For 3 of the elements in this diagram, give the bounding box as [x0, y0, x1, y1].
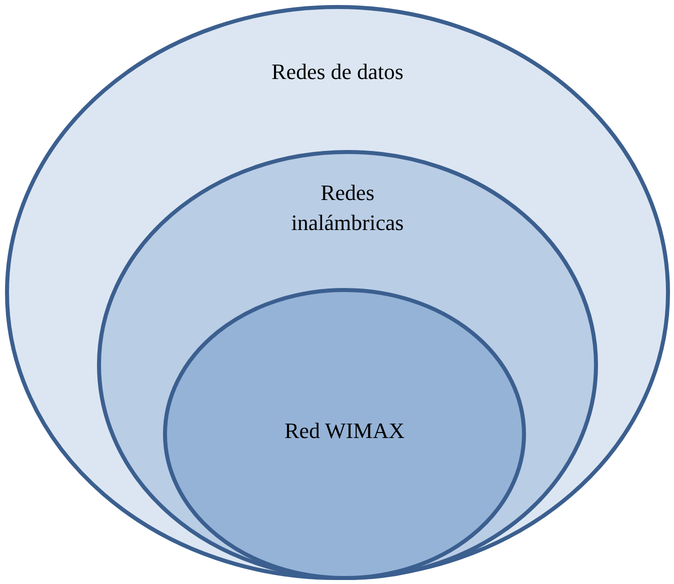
ellipse-label: Redes inalámbricas	[290, 179, 405, 237]
ellipse-label: Redes de datos	[270, 58, 404, 86]
ellipse-label: Red WIMAX	[284, 417, 406, 445]
